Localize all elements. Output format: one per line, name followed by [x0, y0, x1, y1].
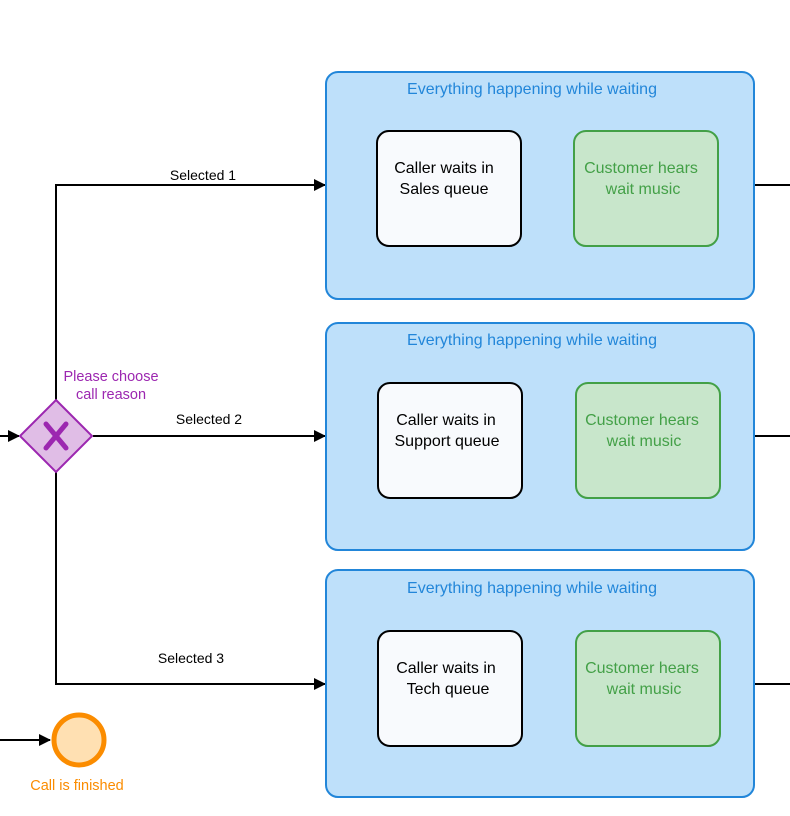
task-label-line-1: Caller waits in	[396, 412, 496, 429]
task-label-line-2: Sales queue	[400, 181, 489, 198]
group-title: Everything happening while waiting	[407, 81, 657, 98]
task-box[interactable]	[575, 630, 721, 747]
waiting-group-tech[interactable]: Everything happening while waiting Calle…	[325, 569, 755, 798]
end-event[interactable]	[51, 712, 107, 768]
task-label-line-1: Caller waits in	[396, 660, 496, 677]
task-caller-waits-support[interactable]: Caller waits in Support queue	[377, 382, 523, 499]
task-label-line-1: Customer hears	[585, 412, 699, 429]
x-icon	[43, 421, 69, 451]
task-box[interactable]	[377, 382, 523, 499]
sequence-flow-selected-3[interactable]	[55, 472, 326, 690]
task-box[interactable]	[377, 630, 523, 747]
task-label-line-2: Support queue	[395, 433, 500, 450]
task-label-line-2: Tech queue	[407, 681, 490, 698]
task-wait-music-support[interactable]: Customer hears wait music	[575, 382, 721, 499]
gateway-label-line-2: call reason	[76, 387, 146, 403]
task-label-line-2: wait music	[605, 181, 681, 198]
task-wait-music-sales[interactable]: Customer hears wait music	[573, 130, 719, 247]
task-label-line-1: Caller waits in	[394, 160, 494, 177]
group-title: Everything happening while waiting	[407, 580, 657, 597]
sequence-flows	[0, 179, 790, 746]
flow-label-selected-2: Selected 2	[176, 411, 242, 427]
waiting-group-sales[interactable]: Everything happening while waiting Calle…	[325, 71, 755, 300]
flow-label-selected-1: Selected 1	[170, 167, 236, 183]
task-label-line-1: Customer hears	[585, 660, 699, 677]
task-label-line-2: wait music	[606, 681, 682, 698]
waiting-group-support[interactable]: Everything happening while waiting Calle…	[325, 322, 755, 551]
group-title: Everything happening while waiting	[407, 332, 657, 349]
task-label-line-2: wait music	[606, 433, 682, 450]
task-box[interactable]	[573, 130, 719, 247]
task-caller-waits-sales[interactable]: Caller waits in Sales queue	[376, 130, 522, 247]
task-wait-music-tech[interactable]: Customer hears wait music	[575, 630, 721, 747]
end-event-circle[interactable]	[51, 712, 107, 768]
gateway-label-line-1: Please choose	[63, 369, 158, 385]
end-event-label: Call is finished	[30, 778, 124, 794]
sequence-flow-selected-1[interactable]	[55, 179, 326, 400]
flow-label-selected-3: Selected 3	[158, 650, 224, 666]
exclusive-gateway[interactable]	[18, 398, 94, 474]
task-caller-waits-tech[interactable]: Caller waits in Tech queue	[377, 630, 523, 747]
task-box[interactable]	[575, 382, 721, 499]
task-label-line-1: Customer hears	[584, 160, 698, 177]
task-box[interactable]	[376, 130, 522, 247]
